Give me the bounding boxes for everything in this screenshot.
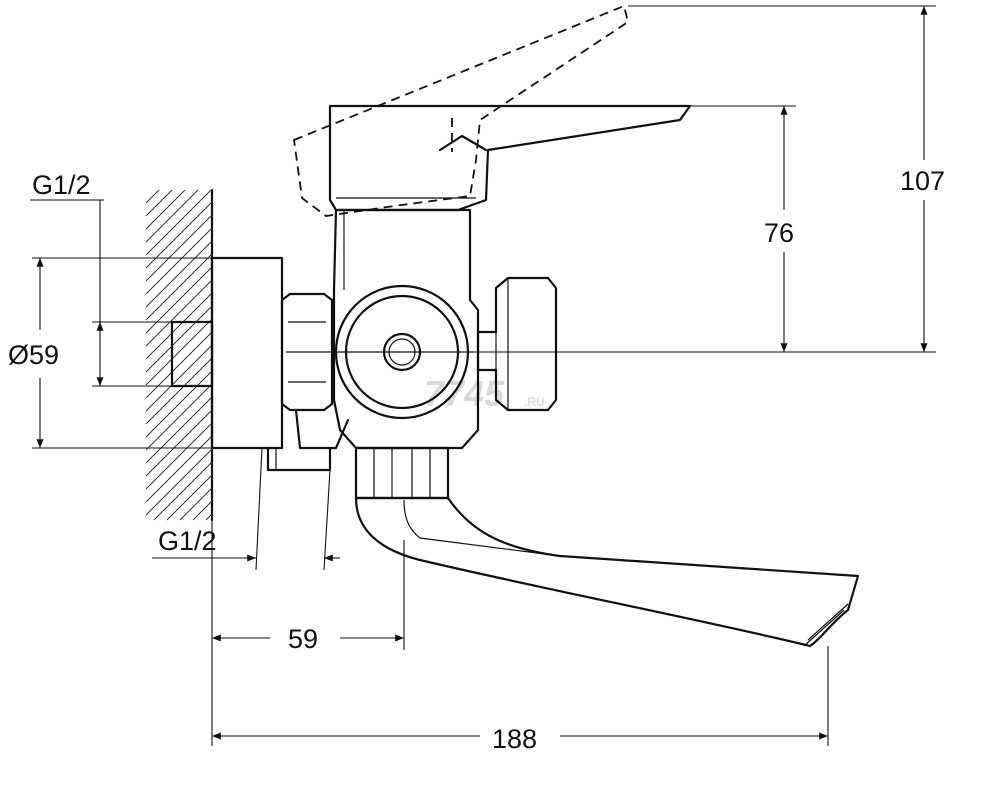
hatch-line	[145, 305, 213, 373]
label-height-lever: 76	[764, 218, 794, 248]
label-thread-top: G1/2	[32, 170, 91, 200]
hatch-line	[153, 461, 213, 521]
hatch-line	[145, 227, 213, 295]
hatch-line	[145, 214, 213, 282]
hatch-line	[145, 422, 213, 490]
hatch-line	[145, 189, 212, 256]
dim-thread-bottom: G1/2	[152, 447, 340, 571]
watermark-suffix: .RU	[524, 395, 545, 409]
hatch-line	[145, 240, 213, 308]
hatch-line	[145, 279, 213, 347]
lower-inlet	[266, 408, 350, 472]
label-thread-bottom: G1/2	[158, 526, 217, 556]
dim-spout-reach: 188	[212, 646, 829, 754]
mixer-body	[332, 208, 480, 450]
hatch-line	[145, 253, 213, 321]
wall-flange	[170, 256, 284, 450]
label-height-total: 107	[900, 166, 945, 196]
hatch-line	[145, 201, 213, 269]
label-diameter: Ø59	[8, 340, 59, 370]
hatch-line	[205, 513, 213, 521]
hatch-line	[145, 189, 173, 217]
spout-collar	[354, 446, 450, 500]
diverter-knob	[476, 276, 558, 412]
hatch-line	[145, 448, 213, 516]
hatch-line	[192, 500, 213, 521]
hatch-line	[145, 189, 160, 204]
lever-raised-outline	[293, 4, 630, 217]
hatch-line	[145, 396, 213, 464]
dim-height-total: 107	[628, 5, 945, 352]
dim-diameter: Ø59	[8, 257, 212, 449]
lever-handle	[328, 104, 692, 212]
hatch-line	[145, 357, 213, 425]
hatch-line	[145, 292, 213, 360]
wall-hatching	[145, 189, 213, 521]
dim-wall-to-axis: 59	[211, 520, 405, 746]
hatch-line	[145, 370, 213, 438]
hatch-line	[145, 331, 213, 399]
hatch-line	[145, 189, 186, 230]
hatch-line	[145, 344, 213, 412]
dim-height-lever: 76	[474, 105, 936, 353]
hatch-line	[179, 487, 213, 521]
hatch-line	[145, 189, 199, 243]
label-spout-reach: 188	[492, 724, 537, 754]
wall	[145, 188, 214, 522]
hatch-line	[166, 474, 213, 521]
dim-thread-top: G1/2	[30, 170, 172, 387]
label-wall-to-axis: 59	[288, 624, 318, 654]
cartridge-cap	[330, 284, 474, 420]
hatch-line	[145, 383, 213, 451]
hatch-line	[145, 318, 213, 386]
hatch-line	[145, 435, 213, 503]
hex-nut	[280, 292, 334, 412]
hatch-line	[145, 409, 213, 477]
watermark: 7745 .RU	[424, 373, 545, 414]
spout	[354, 496, 860, 648]
